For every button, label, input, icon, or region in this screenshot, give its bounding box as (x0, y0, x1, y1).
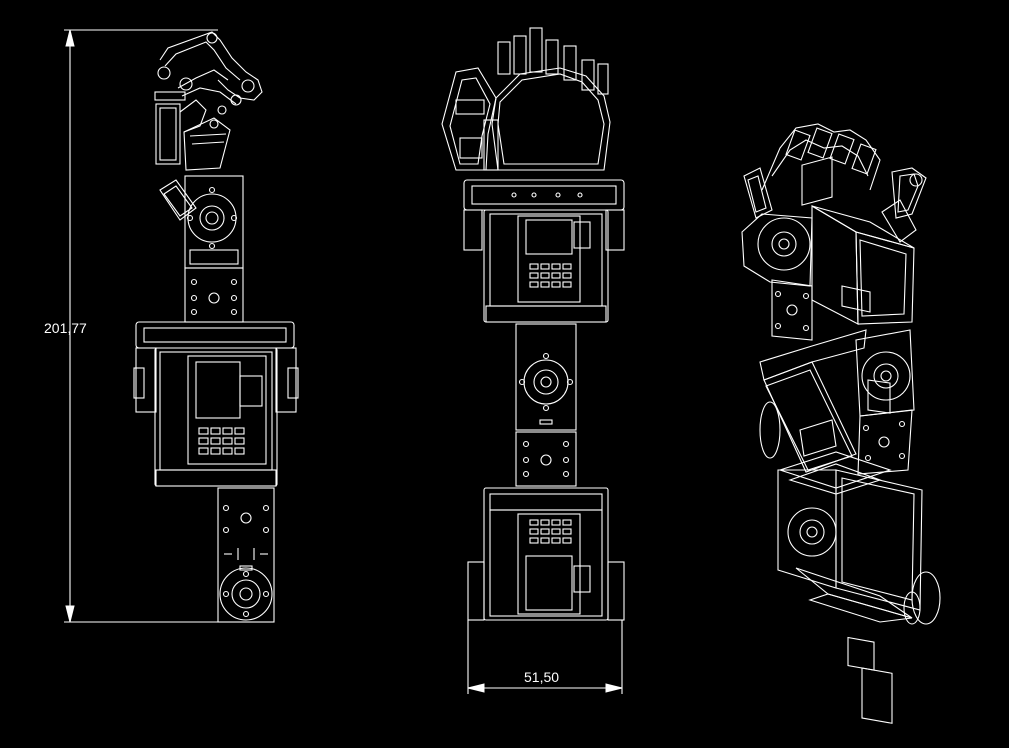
width-dimension: 51,50 (467, 620, 623, 694)
height-dimension: 201,77 (44, 29, 250, 623)
isometric-view (741, 123, 941, 724)
side-view (133, 31, 299, 623)
side-view-main-servo (133, 321, 299, 487)
front-view-lower-servo (467, 487, 625, 621)
iso-view-middle-servo (759, 156, 915, 475)
front-view-gripper (441, 27, 611, 171)
side-view-gripper (154, 31, 263, 171)
width-dimension-label: 51,50 (524, 669, 559, 685)
front-view-upper-servo (463, 179, 625, 323)
front-view-upper-vent-grid (529, 263, 572, 288)
front-view-lower-vent-grid (529, 519, 572, 544)
front-view-middle-joint (515, 323, 577, 487)
iso-view-upper-servo (741, 205, 915, 414)
side-view-lower-bracket (217, 487, 275, 623)
side-view-upper-servo (159, 175, 244, 323)
front-view (441, 27, 625, 621)
iso-view-gripper (743, 123, 927, 243)
height-dimension-label: 201,77 (44, 320, 87, 336)
side-view-vent-grid (198, 427, 245, 455)
iso-view-lower-servo (777, 451, 941, 724)
